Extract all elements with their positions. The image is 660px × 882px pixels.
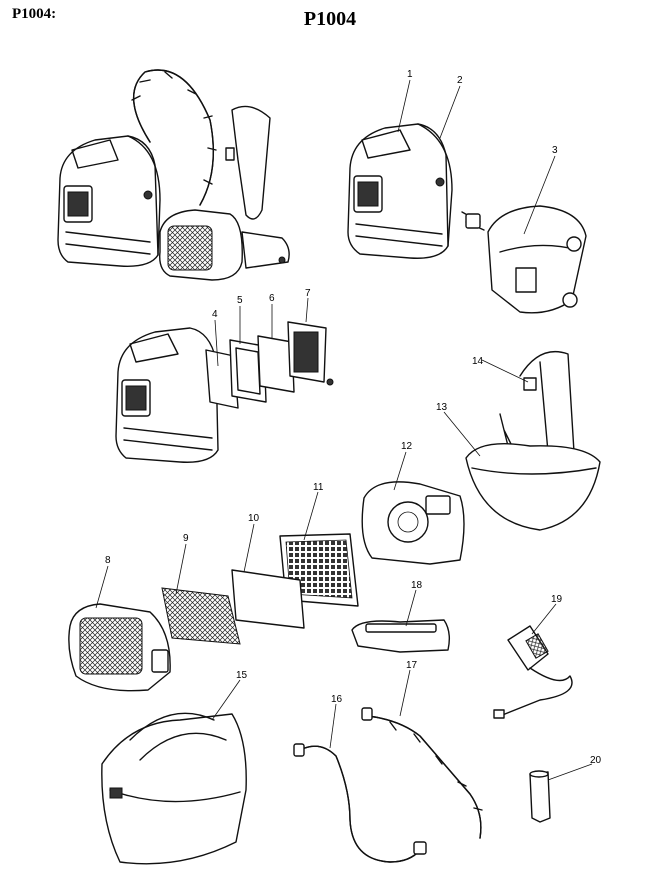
callout-3: 3 xyxy=(552,145,558,156)
filter-stack xyxy=(68,533,359,692)
callout-20: 20 xyxy=(590,755,602,766)
callout-1: 1 xyxy=(407,69,413,80)
callout-13: 13 xyxy=(436,402,448,413)
callout-5: 5 xyxy=(237,295,243,306)
callout-17: 17 xyxy=(406,660,418,671)
tube-adapter xyxy=(529,770,551,823)
callout-numbers: 1 2 3 4 5 6 7 8 9 10 11 12 13 14 15 16 1… xyxy=(105,69,602,766)
callout-10: 10 xyxy=(248,513,260,524)
callout-18: 18 xyxy=(411,580,423,591)
callout-9: 9 xyxy=(183,533,189,544)
callout-11: 11 xyxy=(313,482,324,493)
lens-exploded-view xyxy=(115,321,334,463)
headband-with-strap xyxy=(465,350,601,531)
callout-19: 19 xyxy=(551,594,563,605)
assembled-helmet-kit xyxy=(57,69,290,281)
callout-16: 16 xyxy=(331,694,343,705)
callout-6: 6 xyxy=(269,293,275,304)
leader-lines xyxy=(95,79,593,781)
callout-14: 14 xyxy=(472,356,484,367)
callout-15: 15 xyxy=(236,670,248,681)
callout-12: 12 xyxy=(401,441,413,452)
callout-2: 2 xyxy=(457,75,463,86)
headgear-assembly xyxy=(461,205,587,314)
carry-bag xyxy=(101,712,247,865)
callout-4: 4 xyxy=(212,309,218,320)
battery-charger xyxy=(493,625,573,719)
callout-8: 8 xyxy=(105,555,111,566)
callout-7: 7 xyxy=(305,288,311,299)
part-code-label: P1004: xyxy=(12,6,57,22)
helmet-shell-assembly xyxy=(347,123,453,259)
diagram-title: P1004 xyxy=(303,8,357,30)
hose-cover xyxy=(361,707,483,839)
breathing-tube xyxy=(293,743,427,863)
filter-housing xyxy=(361,481,465,565)
battery-pack xyxy=(351,619,451,653)
